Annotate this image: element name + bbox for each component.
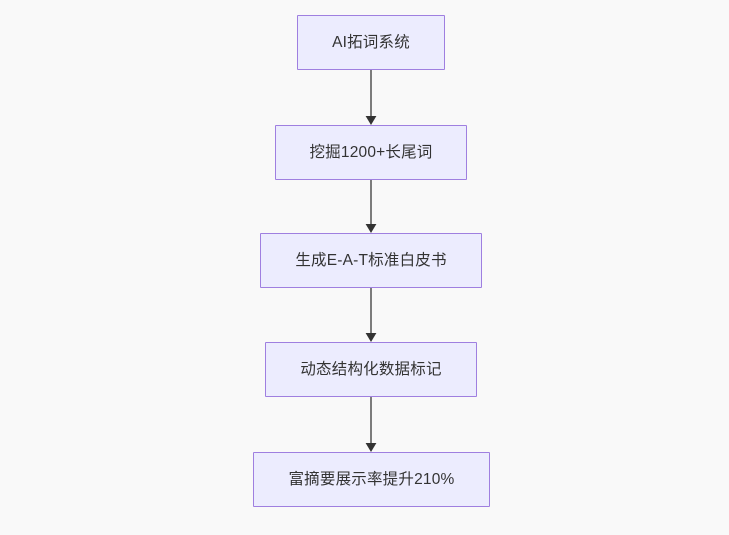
flow-node-n4[interactable]: 动态结构化数据标记 [265, 342, 477, 397]
flow-arrow-3 [361, 288, 381, 342]
flow-arrow-2 [361, 180, 381, 233]
flow-node-label: 生成E-A-T标准白皮书 [295, 251, 447, 269]
flow-node-label: AI拓词系统 [332, 33, 410, 51]
flow-node-n1[interactable]: AI拓词系统 [297, 15, 445, 70]
flow-node-label: 富摘要展示率提升210% [288, 470, 455, 488]
flow-arrow-4 [361, 397, 381, 452]
flow-node-label: 动态结构化数据标记 [300, 360, 442, 378]
flow-node-n3[interactable]: 生成E-A-T标准白皮书 [260, 233, 482, 288]
flow-node-n2[interactable]: 挖掘1200+长尾词 [275, 125, 467, 180]
flow-arrow-1 [361, 70, 381, 125]
flow-node-label: 挖掘1200+长尾词 [309, 143, 433, 161]
flow-node-n5[interactable]: 富摘要展示率提升210% [253, 452, 490, 507]
